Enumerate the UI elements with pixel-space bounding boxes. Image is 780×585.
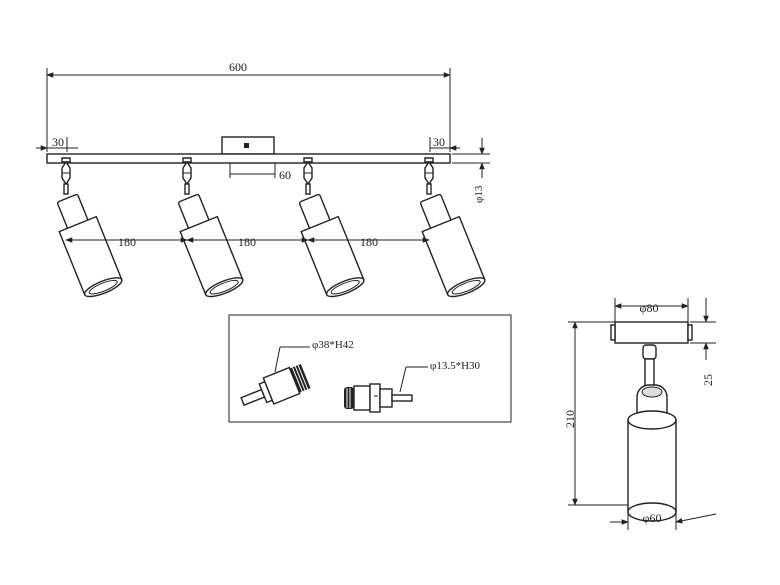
rail-height-label: φ13: [473, 185, 485, 203]
spotlight-1: [48, 157, 125, 301]
spacing-3-label: 180: [360, 235, 378, 249]
overall-height-label: 210: [563, 410, 577, 428]
spotlight-2: [169, 157, 246, 301]
canopy-diameter-label: φ80: [640, 301, 659, 315]
shade-diameter-label: φ60: [643, 511, 662, 525]
side-view: φ80 25 210 φ60: [563, 298, 717, 530]
end-offset-right-label: 30: [433, 135, 445, 149]
large-connector: [240, 363, 311, 407]
total-length-label: 600: [229, 60, 247, 74]
end-offset-left-label: 30: [52, 135, 64, 149]
connector-small-label: φ13.5*H30: [430, 360, 481, 372]
spotlight-4: [411, 157, 488, 301]
connector-large-label: φ38*H42: [312, 339, 354, 351]
canopy-width-label: 60: [279, 168, 291, 182]
connector-detail-box: φ38*H42 φ13.5*H30: [228, 314, 512, 423]
spotlight-3: [290, 157, 367, 301]
spacing-2-label: 180: [238, 235, 256, 249]
bar-front-view: 600 30 30 60 φ13 180 180 180: [36, 60, 490, 301]
small-connector: [344, 383, 413, 413]
spacing-1-label: 180: [118, 235, 136, 249]
rail: [46, 153, 451, 164]
side-canopy: [614, 321, 689, 344]
stem-height-label: 25: [701, 374, 715, 386]
